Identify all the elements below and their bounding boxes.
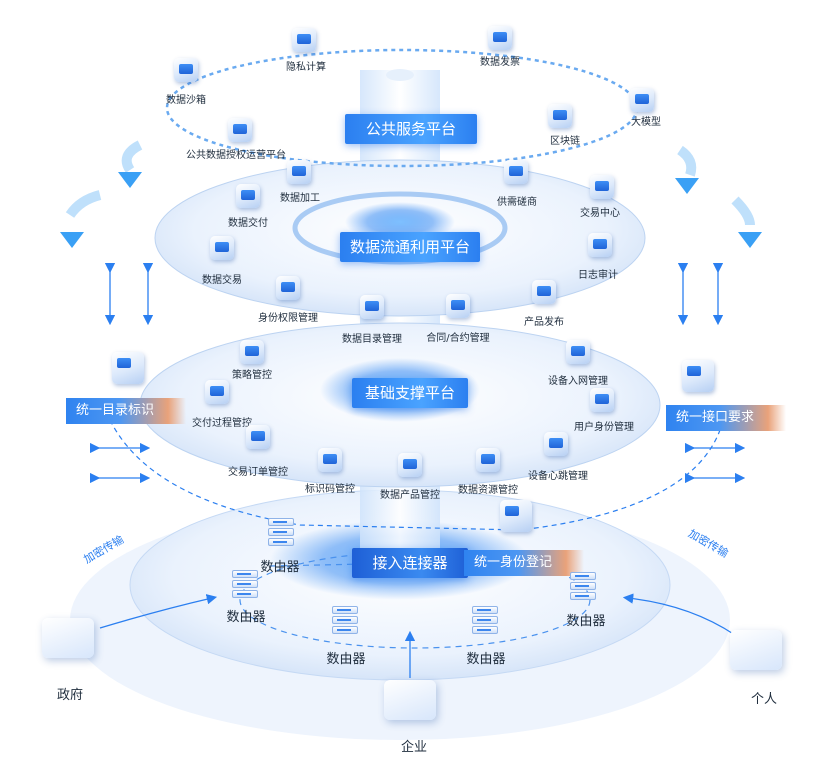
large-model-icon xyxy=(630,88,654,112)
router-label: 数由器 xyxy=(566,614,606,629)
access-connector-banner: 接入连接器 xyxy=(352,548,468,578)
support-label: 策略管控 xyxy=(232,370,272,381)
trading-center-icon xyxy=(590,175,614,199)
router-label: 数由器 xyxy=(466,652,506,667)
basic-support-platform-banner: 基础支撑平台 xyxy=(352,378,468,408)
delivery-process-icon xyxy=(205,380,229,404)
circulation-label: 数据加工 xyxy=(280,193,320,204)
router-icon xyxy=(570,572,596,602)
circulation-label: 产品发布 xyxy=(524,317,564,328)
top-ring-label: 数据沙箱 xyxy=(166,95,206,106)
user-identity-icon xyxy=(590,388,614,412)
enterprise-building-icon xyxy=(384,680,436,720)
support-label: 交易订单管控 xyxy=(228,467,288,478)
top-ring-label: 隐私计算 xyxy=(286,62,326,73)
support-label: 标识码管控 xyxy=(305,484,355,495)
circulation-label: 数据交付 xyxy=(228,218,268,229)
data-circulation-platform-banner: 数据流通利用平台 xyxy=(340,232,480,262)
circulation-label: 供需磋商 xyxy=(497,197,537,208)
catalog-management-icon xyxy=(360,295,384,319)
public-data-authorization-icon xyxy=(228,118,252,142)
data-invoice-icon xyxy=(488,26,512,50)
individual-label: 个人 xyxy=(750,692,778,707)
circulation-label: 合同/合约管理 xyxy=(426,333,490,344)
router-icon xyxy=(332,606,358,636)
data-resource-icon xyxy=(476,448,500,472)
identity-permission-icon xyxy=(276,276,300,300)
top-ring-label: 数据发票 xyxy=(480,57,520,68)
enterprise-label: 企业 xyxy=(400,740,428,755)
data-sandbox-icon xyxy=(174,58,198,82)
circulation-label: 交易中心 xyxy=(580,208,620,219)
contract-management-icon xyxy=(446,294,470,318)
government-label: 政府 xyxy=(56,688,84,703)
data-processing-icon xyxy=(287,160,311,184)
catalog-clipboard-icon xyxy=(112,352,144,384)
router-icon xyxy=(268,518,294,548)
support-label: 数据资源管控 xyxy=(458,485,518,496)
support-label: 设备入网管理 xyxy=(548,376,608,387)
policy-control-icon xyxy=(240,340,264,364)
unified-identity-tag: 统一身份登记 xyxy=(464,550,584,576)
circulation-label: 数据交易 xyxy=(202,275,242,286)
data-product-icon xyxy=(398,453,422,477)
product-release-icon xyxy=(532,280,556,304)
circulation-label: 日志审计 xyxy=(578,270,618,281)
router-label: 数由器 xyxy=(226,610,266,625)
trade-order-icon xyxy=(246,425,270,449)
supply-negotiation-icon xyxy=(504,160,528,184)
government-building-icon xyxy=(42,618,94,658)
circulation-label: 数据目录管理 xyxy=(342,334,402,345)
circulation-label: 身份权限管理 xyxy=(258,313,318,324)
top-ring-label: 公共数据授权运营平台 xyxy=(186,150,286,161)
support-label: 设备心跳管理 xyxy=(528,471,588,482)
router-label: 数由器 xyxy=(260,560,300,575)
identifier-code-icon xyxy=(318,448,342,472)
support-label: 数据产品管控 xyxy=(380,490,440,501)
individual-person-icon xyxy=(730,630,782,670)
top-ring-label: 区块链 xyxy=(550,136,580,147)
router-label: 数由器 xyxy=(326,652,366,667)
support-label: 交付过程管控 xyxy=(192,418,252,429)
public-service-platform-banner: 公共服务平台 xyxy=(345,114,477,144)
router-icon xyxy=(472,606,498,636)
device-heartbeat-icon xyxy=(544,432,568,456)
blockchain-icon xyxy=(548,104,572,128)
top-ring-label: 大模型 xyxy=(631,117,661,128)
log-audit-icon xyxy=(588,233,612,257)
privacy-computing-icon xyxy=(292,28,316,52)
data-trading-icon xyxy=(210,236,234,260)
data-delivery-icon xyxy=(236,184,260,208)
unified-interface-tag: 统一接口要求 xyxy=(666,405,786,431)
support-label: 用户身份管理 xyxy=(574,422,634,433)
interface-server-icon xyxy=(682,360,714,392)
unified-catalog-tag: 统一目录标识 xyxy=(66,398,186,424)
device-network-icon xyxy=(566,340,590,364)
identity-document-icon xyxy=(500,500,532,532)
router-icon xyxy=(232,570,258,600)
